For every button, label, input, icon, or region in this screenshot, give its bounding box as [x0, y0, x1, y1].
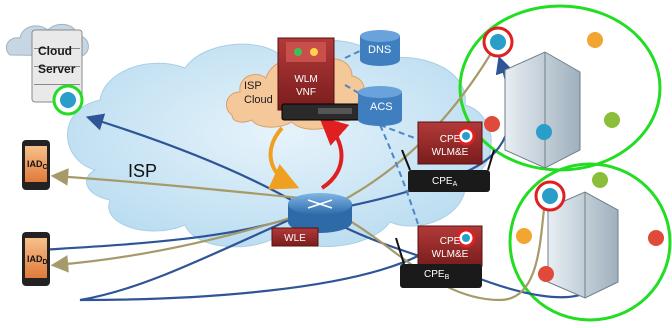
cpe-a-box-label-line1: CPE: [439, 134, 461, 145]
dns-database: [360, 30, 400, 66]
cpe-a-router: [401, 149, 495, 192]
wlm-label: WLM: [294, 74, 318, 85]
orange-arrow: [267, 126, 300, 190]
iad-d-label: IADD: [27, 254, 48, 267]
monitor-icon: [536, 124, 552, 140]
cpe-b-box-label-line1: CPE: [439, 236, 461, 247]
lightbulb-icon: [587, 32, 603, 48]
camera-icon: [542, 188, 558, 204]
tv-icon: [484, 116, 500, 132]
sensor-icon: [604, 112, 620, 128]
cpe-a-box-label-line2: WLM&E: [431, 147, 469, 158]
wlm-vnf-box: [277, 37, 363, 121]
iad-c-label: IADC: [27, 159, 48, 172]
cpe-b-box-label-line2: WLM&E: [431, 249, 469, 260]
wireless-icon: [516, 228, 532, 244]
cloud-server: [31, 29, 83, 103]
camera-icon: [462, 234, 470, 242]
central-router: [288, 193, 352, 233]
dns-label: DNS: [368, 44, 392, 56]
app-icon: [294, 48, 302, 56]
isp-cloud-label-line2: Cloud: [244, 94, 273, 106]
home-b-building: [547, 191, 619, 299]
wle-label: WLE: [284, 233, 306, 244]
cpe-b-router: [395, 237, 482, 288]
home-a-building: [504, 51, 581, 169]
isp-cloud-label-line1: ISP: [244, 80, 262, 92]
iad-d-phone: [22, 232, 50, 286]
lock-icon: [648, 230, 664, 246]
home-b-circle: [508, 162, 672, 322]
camera-icon: [490, 34, 506, 50]
cloud-server-label-line2: Server: [38, 62, 76, 76]
wle-box: [271, 227, 319, 247]
cpe-a-router-label: CPEA: [432, 176, 458, 189]
calendar-icon: [592, 172, 608, 188]
cpe-b-router-label: CPEB: [424, 269, 450, 282]
tv-icon: [538, 266, 554, 282]
camera-icon: [60, 92, 76, 108]
isp-label: ISP: [128, 161, 158, 181]
iad-c-phone: [22, 140, 50, 190]
dashed-links: [344, 49, 421, 231]
vnf-label: VNF: [296, 87, 316, 98]
acs-database: [358, 86, 402, 126]
cloud-server-label-line1: Cloud: [38, 44, 72, 58]
red-arrow: [319, 116, 350, 190]
acs-label: ACS: [370, 101, 393, 113]
app-icon: [310, 48, 318, 56]
camera-icon: [462, 132, 470, 140]
